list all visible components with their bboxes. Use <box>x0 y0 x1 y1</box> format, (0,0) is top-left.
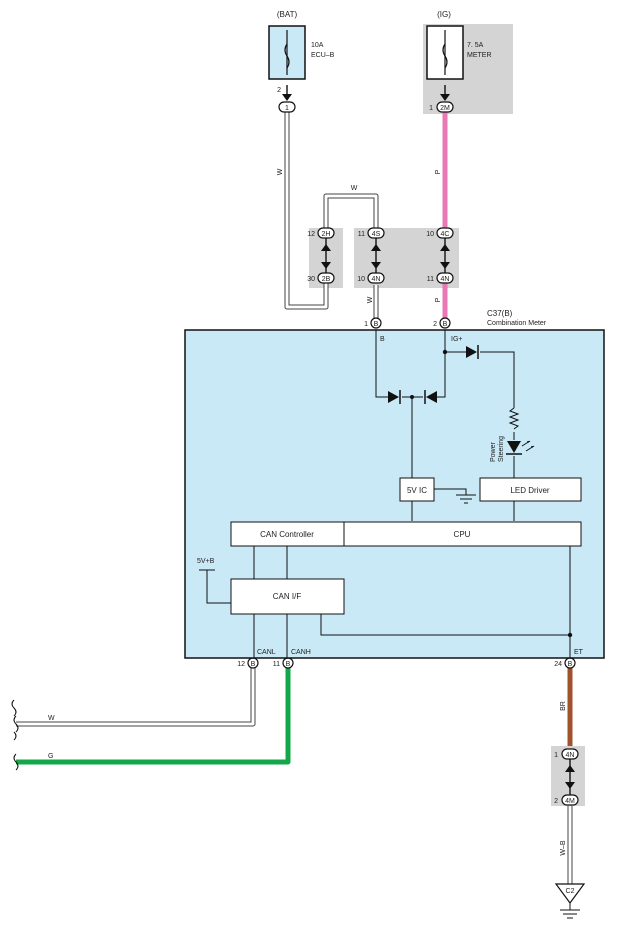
pin-bat-fuse-num: 2 <box>277 87 281 94</box>
pin-meter-b-num: 1 <box>364 321 368 328</box>
pin-4n-b-num: 11 <box>427 276 434 283</box>
pin-canh-num: 11 <box>273 661 280 668</box>
block-cpu: CPU <box>454 530 471 539</box>
terminal-et: ET <box>574 649 584 656</box>
pin-ig-fuse-num: 1 <box>429 105 433 112</box>
pin-2b: 2B <box>322 276 331 283</box>
pin-2b-num: 30 <box>307 276 315 283</box>
pin-4n-b: 4N <box>441 276 450 283</box>
wire-label-w2: W <box>351 185 358 192</box>
pin-2h: 2H <box>322 231 331 238</box>
pin-bat-fuse: 1 <box>285 105 289 112</box>
ground-icon <box>456 494 476 504</box>
pin-meter-b: B <box>374 321 379 328</box>
pin-4n-gnd-num: 1 <box>554 752 558 759</box>
pin-et-num: 24 <box>554 661 562 668</box>
fuse-bat-name: ECU–B <box>311 52 335 59</box>
fuse-bat-rating: 10A <box>311 42 324 49</box>
fuse-ig: (IG) 7. 5A METER <box>423 10 513 114</box>
pin-et: B <box>568 661 573 668</box>
supply-5v-b: 5V+B <box>197 558 215 565</box>
ground-c2: C2 <box>554 883 586 919</box>
wire-label-can-g: G <box>48 753 53 760</box>
wire-label-can-w: W <box>48 715 55 722</box>
resistor-icon <box>508 407 520 430</box>
block-5v-ic: 5V IC <box>407 486 427 495</box>
pin-4s-num: 11 <box>358 231 365 238</box>
pin-ig-fuse: 2M <box>440 105 450 112</box>
block-can-controller: CAN Controller <box>260 530 314 539</box>
wire-label-w3: W <box>367 296 374 303</box>
ground-label: C2 <box>566 888 575 895</box>
wire-can-white <box>16 668 255 726</box>
fuse-bat-symbol-icon <box>284 43 290 69</box>
block-can-if: CAN I/F <box>273 592 302 601</box>
pin-arrow-icon <box>282 94 292 101</box>
pin-meter-ig: B <box>443 321 448 328</box>
wire-label-w1: W <box>277 168 284 175</box>
terminal-canl: CANL <box>257 649 276 656</box>
led-icon <box>506 440 535 455</box>
terminal-canh: CANH <box>291 649 311 656</box>
led-label-1: Power <box>490 441 497 462</box>
pin-meter-ig-num: 2 <box>433 321 437 328</box>
wire-can-green <box>16 668 291 765</box>
terminal-ig: IG+ <box>451 336 462 343</box>
pin-canl-num: 12 <box>237 661 245 668</box>
fuse-ig-symbol-icon <box>442 43 448 69</box>
wire-label-p2: P <box>435 297 442 302</box>
pin-canh: B <box>286 661 291 668</box>
wire-label-wb: W–B <box>560 840 567 856</box>
pin-4n-a: 4N <box>372 276 381 283</box>
pin-4m-gnd-num: 2 <box>554 798 558 805</box>
pin-4m-gnd: 4M <box>565 798 575 805</box>
wire-break-icon <box>13 753 19 771</box>
terminal-b: B <box>380 336 385 343</box>
diode-icon <box>388 345 479 404</box>
pin-4s: 4S <box>372 231 381 238</box>
block-led-driver: LED Driver <box>510 486 549 495</box>
led-label-2: Steering <box>498 436 505 462</box>
fuse-ig-source: (IG) <box>437 10 451 19</box>
pin-4c: 4C <box>441 231 450 238</box>
meter-code: C37(B) <box>487 309 513 318</box>
wire-label-br: BR <box>560 701 567 711</box>
fuse-bat-source: (BAT) <box>277 10 298 19</box>
wire-label-p1: P <box>435 169 442 174</box>
pin-canl: B <box>251 661 256 668</box>
pin-4n-a-num: 10 <box>357 276 365 283</box>
fuse-ig-name: METER <box>467 52 492 59</box>
fuse-bat: (BAT) 10A ECU–B <box>268 10 335 80</box>
pin-2h-num: 12 <box>307 231 315 238</box>
pin-4n-gnd: 4N <box>566 752 575 759</box>
meter-name: Combination Meter <box>487 320 547 327</box>
fuse-ig-rating: 7. 5A <box>467 42 484 49</box>
pin-4c-num: 10 <box>426 231 434 238</box>
